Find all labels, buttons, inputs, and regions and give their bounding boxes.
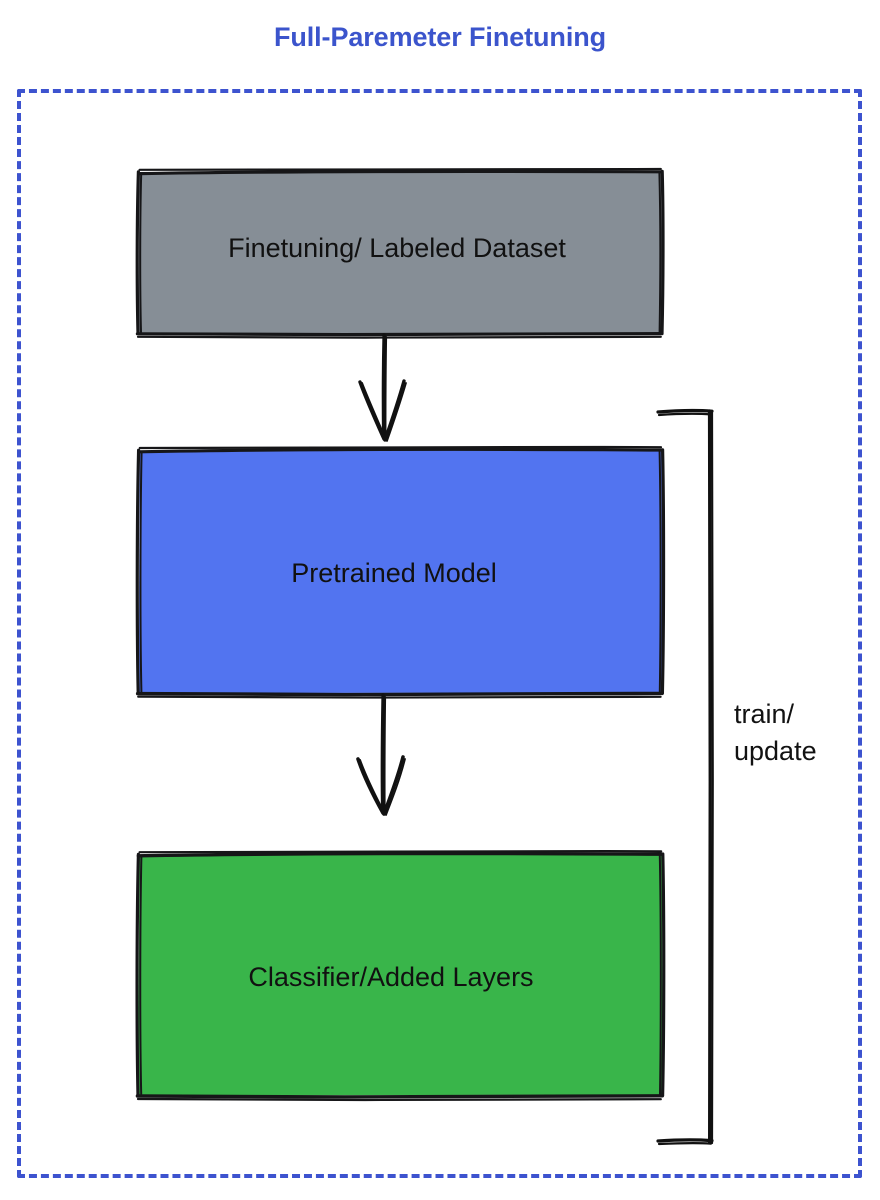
- arrow-dataset-to-pretrained: [358, 333, 407, 442]
- node-dataset[interactable]: Finetuning/ Labeled Dataset: [135, 167, 665, 339]
- sketch-rect-pretrained: [135, 445, 666, 699]
- page-title: Full-Paremeter Finetuning: [273, 22, 607, 52]
- sketch-rect-dataset: [135, 167, 665, 339]
- node-pretrained-label: Pretrained Model: [291, 557, 497, 588]
- sketch-rect-classifier: [135, 849, 666, 1102]
- node-pretrained[interactable]: Pretrained Model: [135, 445, 666, 699]
- feedback-loop-label: train/ update: [734, 699, 817, 767]
- arrow-pretrained-to-classifier: [356, 693, 406, 816]
- node-classifier[interactable]: Classifier/Added Layers: [135, 849, 666, 1102]
- node-dataset-label: Finetuning/ Labeled Dataset: [228, 232, 566, 263]
- node-classifier-label: Classifier/Added Layers: [248, 962, 534, 993]
